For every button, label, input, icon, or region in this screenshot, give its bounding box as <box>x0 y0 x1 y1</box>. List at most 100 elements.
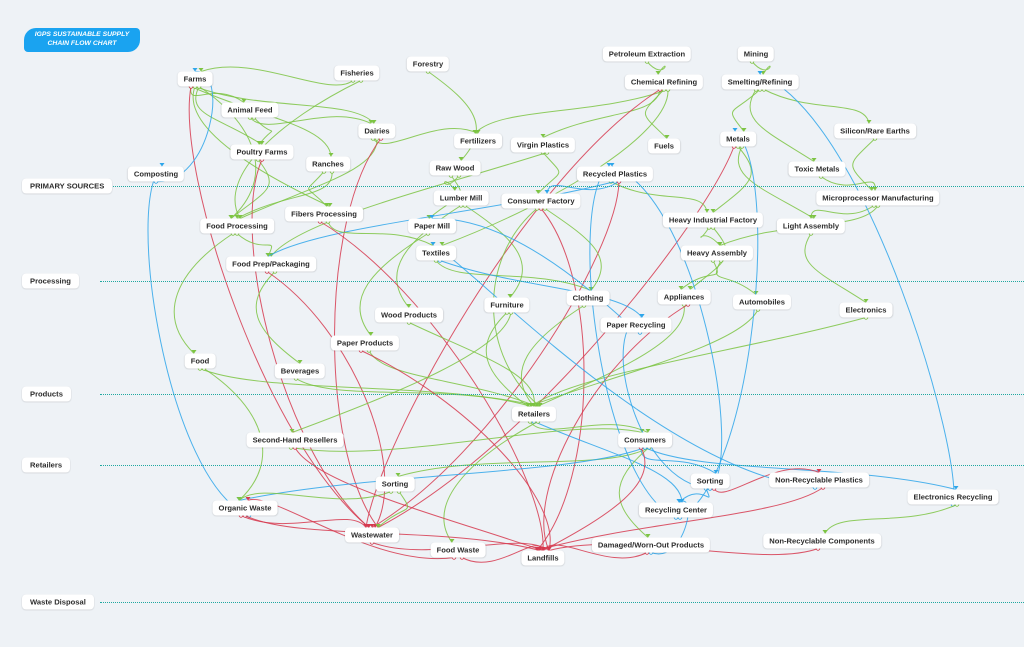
flow-connector <box>542 447 646 551</box>
node-consumer-factory[interactable]: Consumer Factory <box>501 193 581 209</box>
flow-connector <box>650 500 689 555</box>
flow-connector <box>640 447 717 474</box>
node-raw-wood[interactable]: Raw Wood <box>429 160 481 176</box>
node-textiles[interactable]: Textiles <box>416 245 456 261</box>
node-dairies[interactable]: Dairies <box>358 123 396 139</box>
connector-arrowhead <box>866 120 872 124</box>
node-food-prep-packaging[interactable]: Food Prep/Packaging <box>226 256 316 272</box>
node-food-waste[interactable]: Food Waste <box>430 542 486 558</box>
node-fertilizers[interactable]: Fertilizers <box>454 133 502 149</box>
node-fisheries[interactable]: Fisheries <box>334 65 380 81</box>
lane-divider <box>100 281 1024 282</box>
node-animal-feed[interactable]: Animal Feed <box>221 102 279 118</box>
node-toxic-metals[interactable]: Toxic Metals <box>788 161 846 177</box>
node-food[interactable]: Food <box>184 353 216 369</box>
node-poultry-farms[interactable]: Poultry Farms <box>230 144 294 160</box>
connector-arrowhead <box>449 539 455 543</box>
flow-connector <box>678 488 710 503</box>
flow-connector <box>435 260 592 291</box>
node-light-assembly[interactable]: Light Assembly <box>776 218 846 234</box>
node-silicon-rare-earths[interactable]: Silicon/Rare Earths <box>834 123 916 139</box>
node-food-processing[interactable]: Food Processing <box>200 218 274 234</box>
node-lumber-mill[interactable]: Lumber Mill <box>433 190 489 206</box>
node-second-hand-resellers[interactable]: Second-Hand Resellers <box>246 432 344 448</box>
flow-connector <box>610 181 708 213</box>
flow-connector <box>247 498 455 560</box>
connector-arrowhead <box>439 242 445 246</box>
node-damaged-worn-out-products[interactable]: Damaged/Worn-Out Products <box>591 537 711 553</box>
node-microprocessor-manufacturing[interactable]: Microprocessor Manufacturing <box>816 190 940 206</box>
node-electronics-recycling[interactable]: Electronics Recycling <box>907 489 999 505</box>
node-landfills[interactable]: Landfills <box>521 550 565 566</box>
connector-arrowhead <box>757 71 763 75</box>
node-sorting-left[interactable]: Sorting <box>375 476 415 492</box>
node-appliances[interactable]: Appliances <box>657 289 711 305</box>
flow-connector <box>432 245 816 488</box>
connector-arrowhead <box>375 524 381 528</box>
flow-connector <box>700 227 721 246</box>
connector-arrowhead <box>606 163 612 167</box>
node-electronics[interactable]: Electronics <box>839 302 893 318</box>
connector-arrowhead <box>406 304 412 308</box>
node-forestry[interactable]: Forestry <box>406 56 450 72</box>
node-mining[interactable]: Mining <box>737 46 775 62</box>
flow-connector <box>147 166 250 516</box>
connector-arrowhead <box>687 286 693 290</box>
flow-connector <box>359 233 429 336</box>
node-paper-recycling[interactable]: Paper Recycling <box>600 317 672 333</box>
flow-connector <box>295 378 532 407</box>
connector-arrowhead <box>528 403 534 407</box>
connector-arrowhead <box>732 128 738 132</box>
connector-arrowhead <box>645 429 651 433</box>
connector-arrowhead <box>710 209 716 213</box>
node-beverages[interactable]: Beverages <box>274 363 326 379</box>
connector-arrowhead <box>741 128 747 132</box>
flow-connector <box>396 205 462 308</box>
node-wastewater[interactable]: Wastewater <box>345 527 399 543</box>
node-heavy-assembly[interactable]: Heavy Assembly <box>680 245 754 261</box>
flow-connector <box>646 61 666 75</box>
connector-arrowhead <box>228 215 234 219</box>
flow-connector <box>464 205 523 298</box>
node-automobiles[interactable]: Automobiles <box>733 294 791 310</box>
connector-arrowhead <box>198 68 204 72</box>
node-organic-waste[interactable]: Organic Waste <box>212 500 278 516</box>
node-non-recyclable-components[interactable]: Non-Recyclable Components <box>763 533 881 549</box>
node-ranches[interactable]: Ranches <box>306 156 350 172</box>
node-wood-products[interactable]: Wood Products <box>375 307 443 323</box>
node-paper-mill[interactable]: Paper Mill <box>408 218 456 234</box>
flow-connector <box>327 221 434 246</box>
node-metals[interactable]: Metals <box>720 131 756 147</box>
node-recycled-plastics[interactable]: Recycled Plastics <box>576 166 654 182</box>
connector-arrowhead <box>159 163 165 167</box>
flow-connector <box>200 66 354 86</box>
flow-connector <box>397 447 650 477</box>
node-petroleum-extraction[interactable]: Petroleum Extraction <box>602 46 692 62</box>
node-composting[interactable]: Composting <box>127 166 185 182</box>
node-fibers-processing[interactable]: Fibers Processing <box>285 206 363 222</box>
node-farms[interactable]: Farms <box>177 71 213 87</box>
node-clothing[interactable]: Clothing <box>566 290 610 306</box>
node-sorting-right[interactable]: Sorting <box>690 473 730 489</box>
node-paper-products[interactable]: Paper Products <box>330 335 400 351</box>
connector-arrowhead <box>544 190 550 194</box>
lane-divider <box>100 465 1024 466</box>
node-consumers[interactable]: Consumers <box>618 432 672 448</box>
connector-arrowhead <box>191 350 197 354</box>
flow-connector <box>360 350 551 551</box>
node-fuels[interactable]: Fuels <box>648 138 680 154</box>
flow-connector <box>192 86 331 207</box>
node-non-recyclable-plastics[interactable]: Non-Recyclable Plastics <box>769 472 869 488</box>
node-virgin-plastics[interactable]: Virgin Plastics <box>510 137 576 153</box>
connector-arrowhead <box>324 203 330 207</box>
flow-connector <box>732 89 761 132</box>
node-recycling-center[interactable]: Recycling Center <box>638 502 714 518</box>
node-retailers[interactable]: Retailers <box>511 406 557 422</box>
node-smelting-refining[interactable]: Smelting/Refining <box>721 74 799 90</box>
flow-connector <box>334 138 382 528</box>
node-chemical-refining[interactable]: Chemical Refining <box>624 74 704 90</box>
node-furniture[interactable]: Furniture <box>484 297 530 313</box>
connector-arrowhead <box>664 135 670 139</box>
node-heavy-industrial-factory[interactable]: Heavy Industrial Factory <box>662 212 764 228</box>
